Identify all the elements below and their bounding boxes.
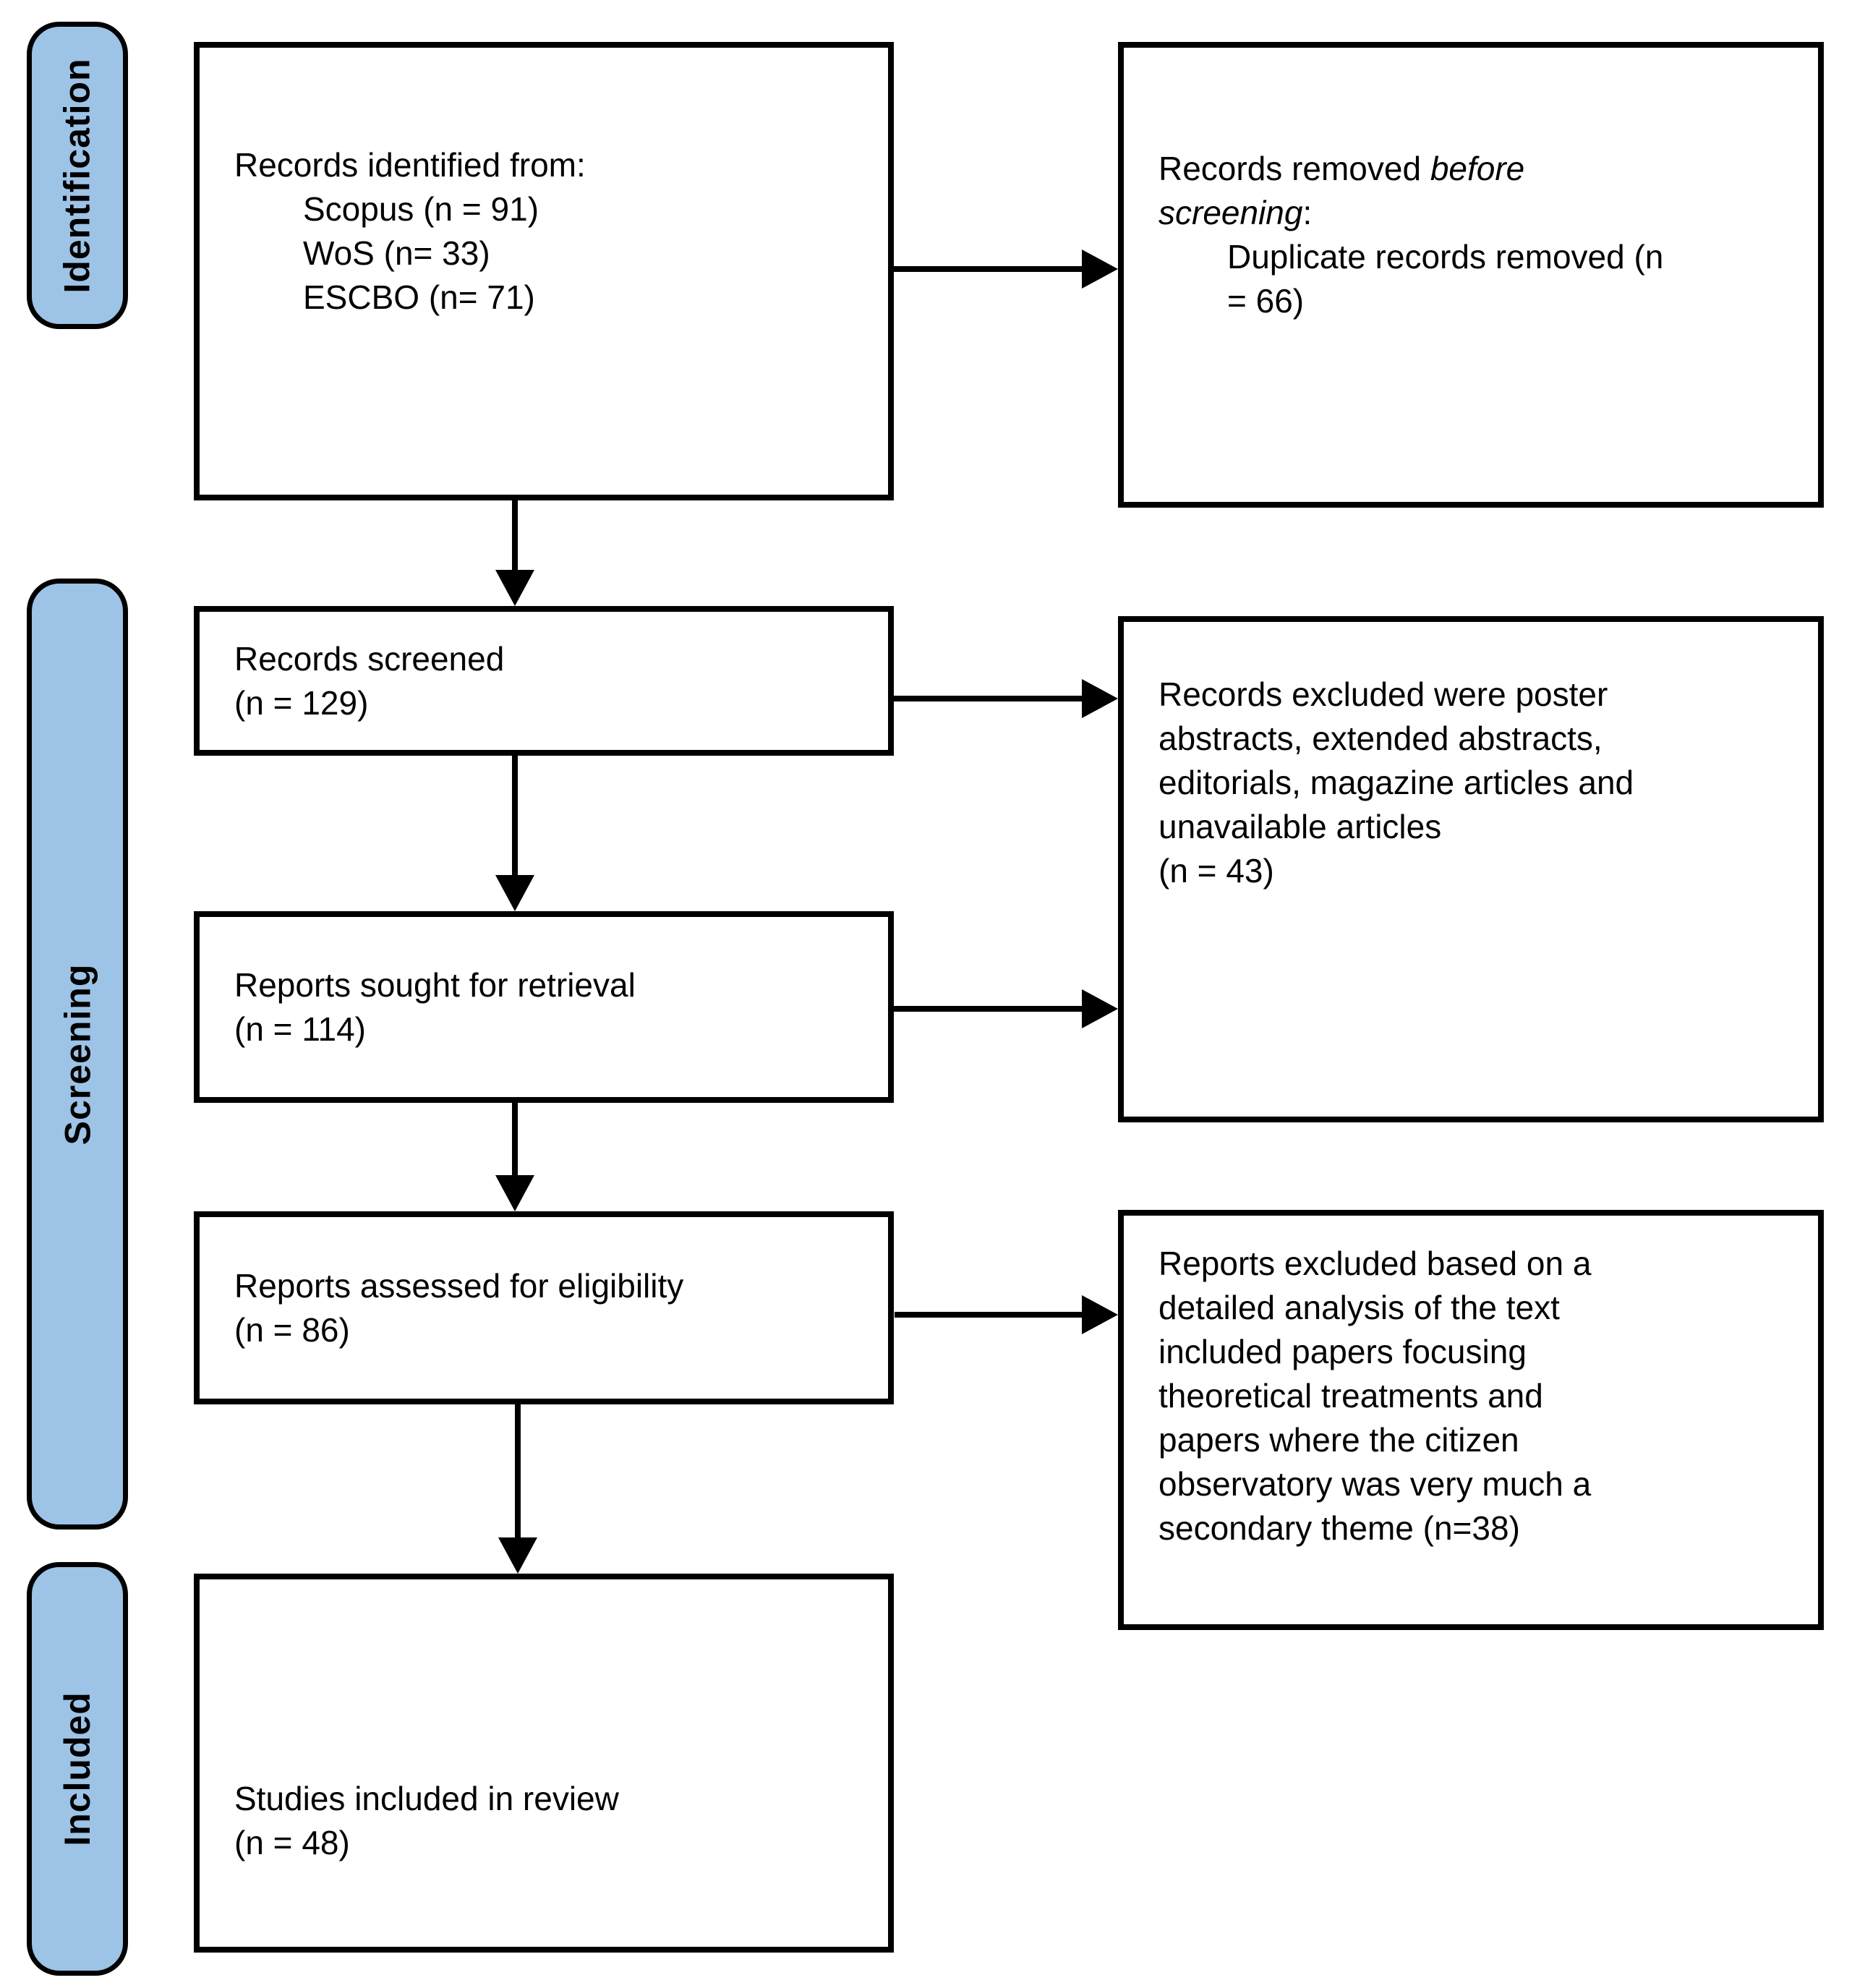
box-records-excluded-screening: Records excluded were poster abstracts, … [1118, 616, 1824, 1122]
arrow-head [1082, 989, 1118, 1028]
box-reports-sought: Reports sought for retrieval (n = 114) [194, 911, 894, 1103]
studies-included-label: Studies included in review [234, 1780, 619, 1817]
duplicates-removed-line-2: = 66) [1227, 282, 1305, 320]
arrow-head [1082, 1295, 1118, 1334]
box-reports-assessed: Reports assessed for eligibility (n = 86… [194, 1211, 894, 1404]
reports-assessed-count: (n = 86) [234, 1310, 350, 1349]
records-removed-heading-line-1: Records removed before [1158, 147, 1783, 191]
stage-screening: Screening [27, 579, 128, 1530]
arrow-head [495, 1175, 534, 1211]
studies-included-count: (n = 48) [234, 1824, 350, 1861]
reports-sought-label: Reports sought for retrieval [234, 965, 636, 1004]
stage-included: Included [27, 1562, 128, 1976]
records-removed-heading-line-2: screening: [1158, 191, 1783, 235]
arrow-identified-to-removed [894, 249, 1118, 289]
arrow-screened-to-excluded [894, 679, 1118, 718]
records-screened-count: (n = 129) [234, 683, 369, 722]
arrow-sought-to-excluded [894, 989, 1118, 1028]
box-records-screened: Records screened (n = 129) [194, 606, 894, 756]
records-removed-text: Records removed [1158, 150, 1422, 187]
reports-excluded-line: theoretical treatments and [1158, 1377, 1543, 1415]
source-wos: WoS (n= 33) [303, 234, 490, 272]
box-records-removed: Records removed before screening: Duplic… [1118, 42, 1824, 508]
arrow-assessed-to-excluded [895, 1295, 1118, 1334]
records-excluded-count: (n = 43) [1158, 852, 1274, 890]
arrow-assessed-to-included [498, 1404, 537, 1574]
records-identified-heading: Records identified from: [234, 146, 586, 184]
stage-included-label: Included [57, 1691, 98, 1846]
arrow-head [498, 1537, 537, 1574]
arrow-head [495, 570, 534, 606]
arrow-sought-to-assessed [495, 1103, 534, 1211]
arrow-head [495, 875, 534, 911]
records-excluded-line: Records excluded were poster [1158, 675, 1608, 713]
box-records-identified: Records identified from: Scopus (n = 91)… [194, 42, 894, 500]
arrow-screened-to-sought [495, 756, 534, 911]
reports-excluded-line: Reports excluded based on a [1158, 1245, 1592, 1282]
reports-excluded-line: included papers focusing [1158, 1333, 1527, 1370]
stage-identification: Identification [27, 22, 128, 329]
reports-excluded-line: papers where the citizen [1158, 1421, 1519, 1459]
records-removed-italic-screening: screening [1158, 194, 1303, 231]
records-screened-label: Records screened [234, 639, 505, 678]
reports-sought-count: (n = 114) [234, 1010, 366, 1048]
reports-excluded-count: secondary theme (n=38) [1158, 1509, 1520, 1547]
source-escbo: ESCBO (n= 71) [303, 278, 535, 316]
duplicates-removed-line-1: Duplicate records removed (n [1227, 238, 1664, 276]
box-reports-excluded-eligibility: Reports excluded based on a detailed ana… [1118, 1210, 1824, 1630]
arrow-identified-to-screened [495, 500, 534, 606]
records-removed-colon: : [1302, 194, 1313, 231]
records-removed-italic-before: before [1430, 150, 1525, 187]
records-excluded-line: unavailable articles [1158, 808, 1442, 845]
stage-screening-label: Screening [57, 963, 98, 1145]
reports-excluded-line: observatory was very much a [1158, 1465, 1592, 1503]
box-studies-included: Studies included in review (n = 48) [194, 1574, 894, 1953]
stage-identification-label: Identification [57, 57, 98, 294]
source-scopus: Scopus (n = 91) [303, 190, 539, 228]
arrow-head [1082, 249, 1118, 289]
arrow-head [1082, 679, 1118, 718]
reports-excluded-line: detailed analysis of the text [1158, 1289, 1560, 1326]
reports-assessed-label: Reports assessed for eligibility [234, 1266, 684, 1305]
records-excluded-line: abstracts, extended abstracts, [1158, 720, 1603, 757]
records-excluded-line: editorials, magazine articles and [1158, 764, 1634, 801]
